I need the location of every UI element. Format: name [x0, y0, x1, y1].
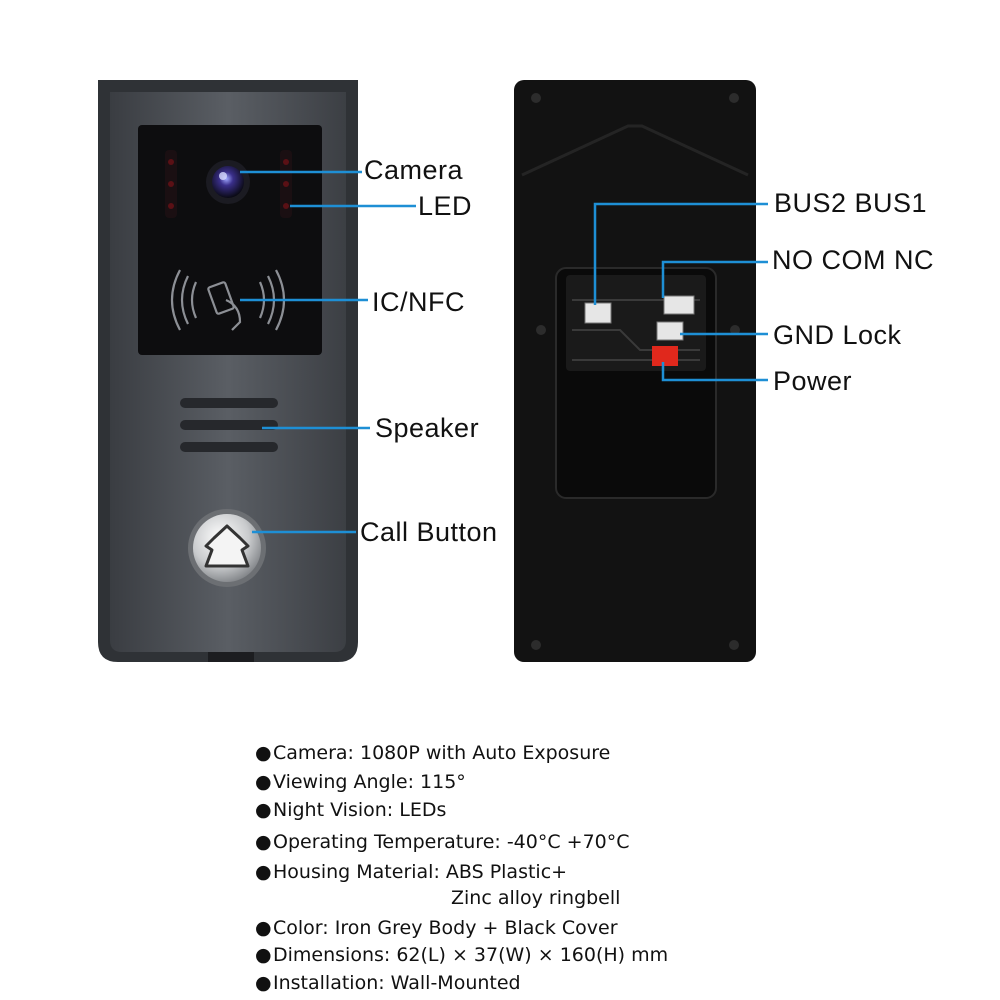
spec-night-vision: ●Night Vision: LEDs	[255, 799, 447, 821]
led-strip-right	[280, 150, 292, 218]
leader-lines	[240, 170, 768, 534]
label-call-button: Call Button	[360, 517, 498, 547]
label-speaker: Speaker	[375, 413, 480, 443]
spec-viewing-angle: ●Viewing Angle: 115°	[255, 771, 466, 793]
led-strip-left	[165, 150, 177, 218]
front-glass	[138, 125, 322, 355]
lock-connector	[656, 321, 684, 341]
label-gnd-lock: GND Lock	[773, 320, 902, 350]
spec-temperature: ●Operating Temperature: -40°C +70°C	[255, 831, 630, 853]
product-illustration	[98, 80, 768, 662]
spec-installation: ●Installation: Wall-Mounted	[255, 972, 521, 994]
relay-connector	[663, 295, 695, 315]
label-led: LED	[418, 191, 473, 221]
power-connector	[652, 346, 678, 366]
call-button-icon	[188, 509, 266, 587]
label-ic-nfc: IC/NFC	[372, 287, 465, 317]
bus-connector	[584, 302, 612, 324]
front-panel	[98, 80, 358, 662]
label-power: Power	[773, 366, 853, 396]
speaker-grille	[180, 398, 278, 452]
spec-housing: ●Housing Material: ABS Plastic+Zinc allo…	[255, 861, 621, 909]
spec-housing-cont: Zinc alloy ringbell	[451, 887, 621, 909]
label-camera: Camera	[364, 155, 464, 185]
spec-dimensions: ●Dimensions: 62(L) × 37(W) × 160(H) mm	[255, 944, 669, 966]
rear-panel	[514, 80, 756, 662]
camera-lens-icon	[206, 160, 250, 204]
spec-color: ●Color: Iron Grey Body + Black Cover	[255, 917, 618, 939]
label-bus: BUS2 BUS1	[774, 188, 928, 218]
spec-camera: ●Camera: 1080P with Auto Exposure	[255, 742, 611, 764]
label-no-com-nc: NO COM NC	[772, 245, 934, 275]
